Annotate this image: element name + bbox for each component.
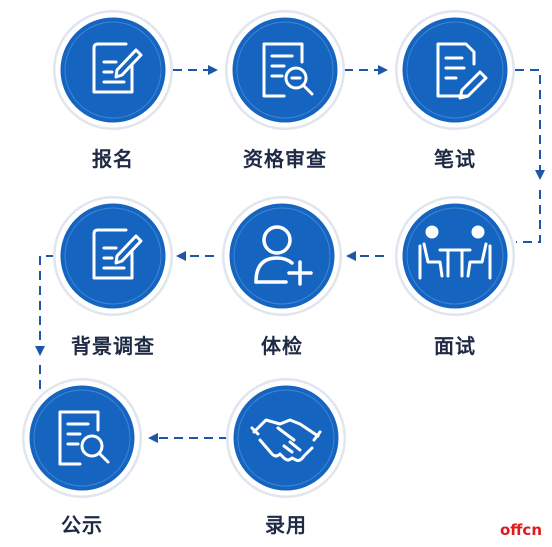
step-node-2 (225, 10, 345, 130)
written-exam-icon (436, 42, 488, 100)
step-label-4: 面试 (434, 334, 476, 358)
arrow-step3-to-step4 (515, 69, 545, 180)
edit-document-icon (92, 228, 143, 280)
step-node-6 (53, 196, 173, 316)
brand-watermark: offcn (499, 521, 542, 539)
step-node-7 (22, 378, 142, 498)
add-user-icon (254, 225, 313, 286)
step-node-8 (226, 378, 346, 498)
step-node-1 (53, 10, 173, 130)
interview-table-icon (418, 225, 492, 280)
step-node-3 (395, 10, 515, 130)
step-label-8: 录用 (265, 513, 307, 537)
step-label-2: 资格审查 (243, 147, 327, 171)
connector-step3-to-step4-bottom (516, 190, 541, 243)
step-label-5: 体检 (261, 334, 303, 358)
edit-document-icon (92, 42, 143, 94)
handshake-icon (250, 418, 322, 462)
document-search-icon (58, 410, 110, 466)
step-label-6: 背景调查 (71, 334, 155, 358)
flow-connectors (35, 65, 545, 443)
arrow-step6-to-step7 (35, 255, 55, 356)
step-node-5 (222, 196, 342, 316)
step-node-4 (395, 196, 515, 316)
step-label-1: 报名 (92, 147, 134, 171)
step-label-3: 笔试 (434, 147, 476, 171)
document-search-icon (262, 42, 314, 98)
step-label-7: 公示 (61, 513, 103, 537)
